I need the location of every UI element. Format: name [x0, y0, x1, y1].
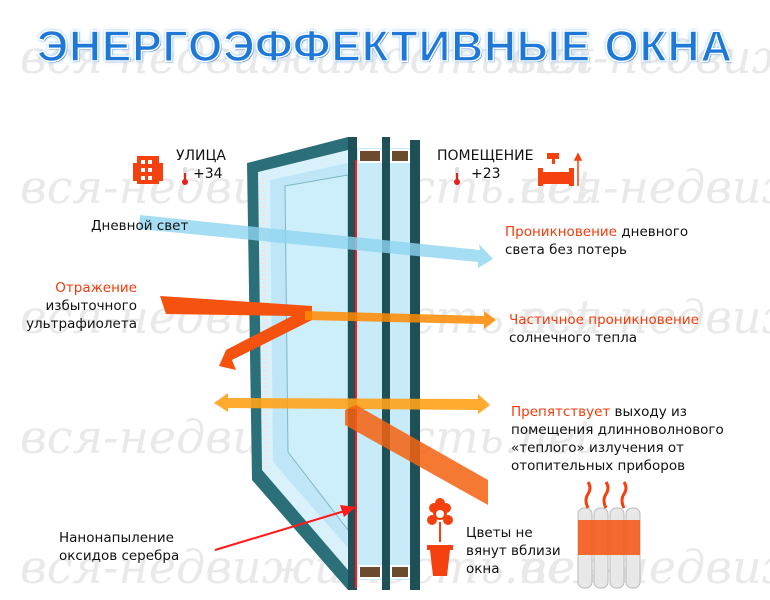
thermometer-icon [454, 167, 460, 185]
coating-prefix: Нано [59, 530, 95, 546]
flowers-label: Цветы не вянут вблизи окна [466, 524, 561, 578]
watermark: вся-недвижимость.net [520, 290, 770, 344]
daylight-arrow [139, 215, 493, 268]
watermark: вся-недвижимость.net [20, 30, 594, 84]
glass-pane [357, 148, 382, 580]
text: отопительных приборов [511, 458, 686, 474]
watermark: вся-недвижимость.net [20, 540, 594, 594]
inside-temp: +23 [471, 166, 501, 182]
solar-heat-label: Частичное проникновение солнечного тепла [509, 311, 699, 347]
highlight: Частичное проникновение [509, 312, 699, 328]
uv-reflection-line: избыточного [45, 298, 137, 314]
inside-label: ПОМЕЩЕНИЕ [437, 148, 534, 164]
radiator-icon [577, 507, 641, 589]
outside-label: УЛИЦА [176, 148, 226, 164]
watermark: вся-недвижимость.net [510, 30, 770, 84]
uv-reflection-line: ультрафиолета [26, 316, 137, 332]
glass-pane [390, 148, 410, 580]
text: света без потерь [505, 242, 627, 258]
coating-word: Напыление [94, 530, 174, 546]
page-title: ЭНЕРГОЭФФЕКТИВНЫЕ ОКНА [36, 21, 734, 72]
heat-retention-label: Препятствует выходу из помещения длиннов… [511, 403, 724, 475]
uv-reflection-highlight: Отражение [55, 280, 137, 296]
outside-temp: +34 [193, 166, 223, 182]
lamp-icon [573, 152, 583, 186]
solar-heat-arrow [305, 311, 496, 329]
text: солнечного тепла [509, 330, 638, 346]
highlight: Проникновение [505, 224, 617, 240]
coating-line: оксидов серебра [59, 548, 180, 564]
daylight-label: Дневной свет [91, 218, 189, 234]
text: «теплого» излучения от [511, 440, 685, 456]
text: окна [466, 561, 500, 577]
heat-diagonal-arrow [345, 405, 488, 505]
heat-waves-icon [584, 481, 628, 509]
text: дневного [617, 224, 689, 240]
text: выходу из [610, 404, 687, 420]
daylight-penetration-label: Проникновение дневного света без потерь [505, 223, 688, 259]
text: помещения длинноволнового [511, 422, 724, 438]
coating-pointer [214, 509, 349, 551]
uv-reflection-arrow [160, 296, 312, 370]
thermometer-icon [182, 167, 188, 185]
watermark: вся-недвижимость.net [520, 160, 770, 214]
coating-label: НаноНапыление оксидов серебра [59, 529, 179, 565]
text: вянут вблизи [466, 543, 561, 559]
highlight: Препятствует [511, 404, 611, 420]
sofa-icon [538, 153, 574, 186]
watermark: вся-недвижимость.net [520, 540, 770, 594]
heat-retention-arrow [214, 393, 490, 414]
flower-icon [427, 498, 453, 576]
uv-reflection-label: Отражение избыточного ультрафиолета [26, 279, 137, 333]
text: Цветы не [466, 525, 533, 541]
